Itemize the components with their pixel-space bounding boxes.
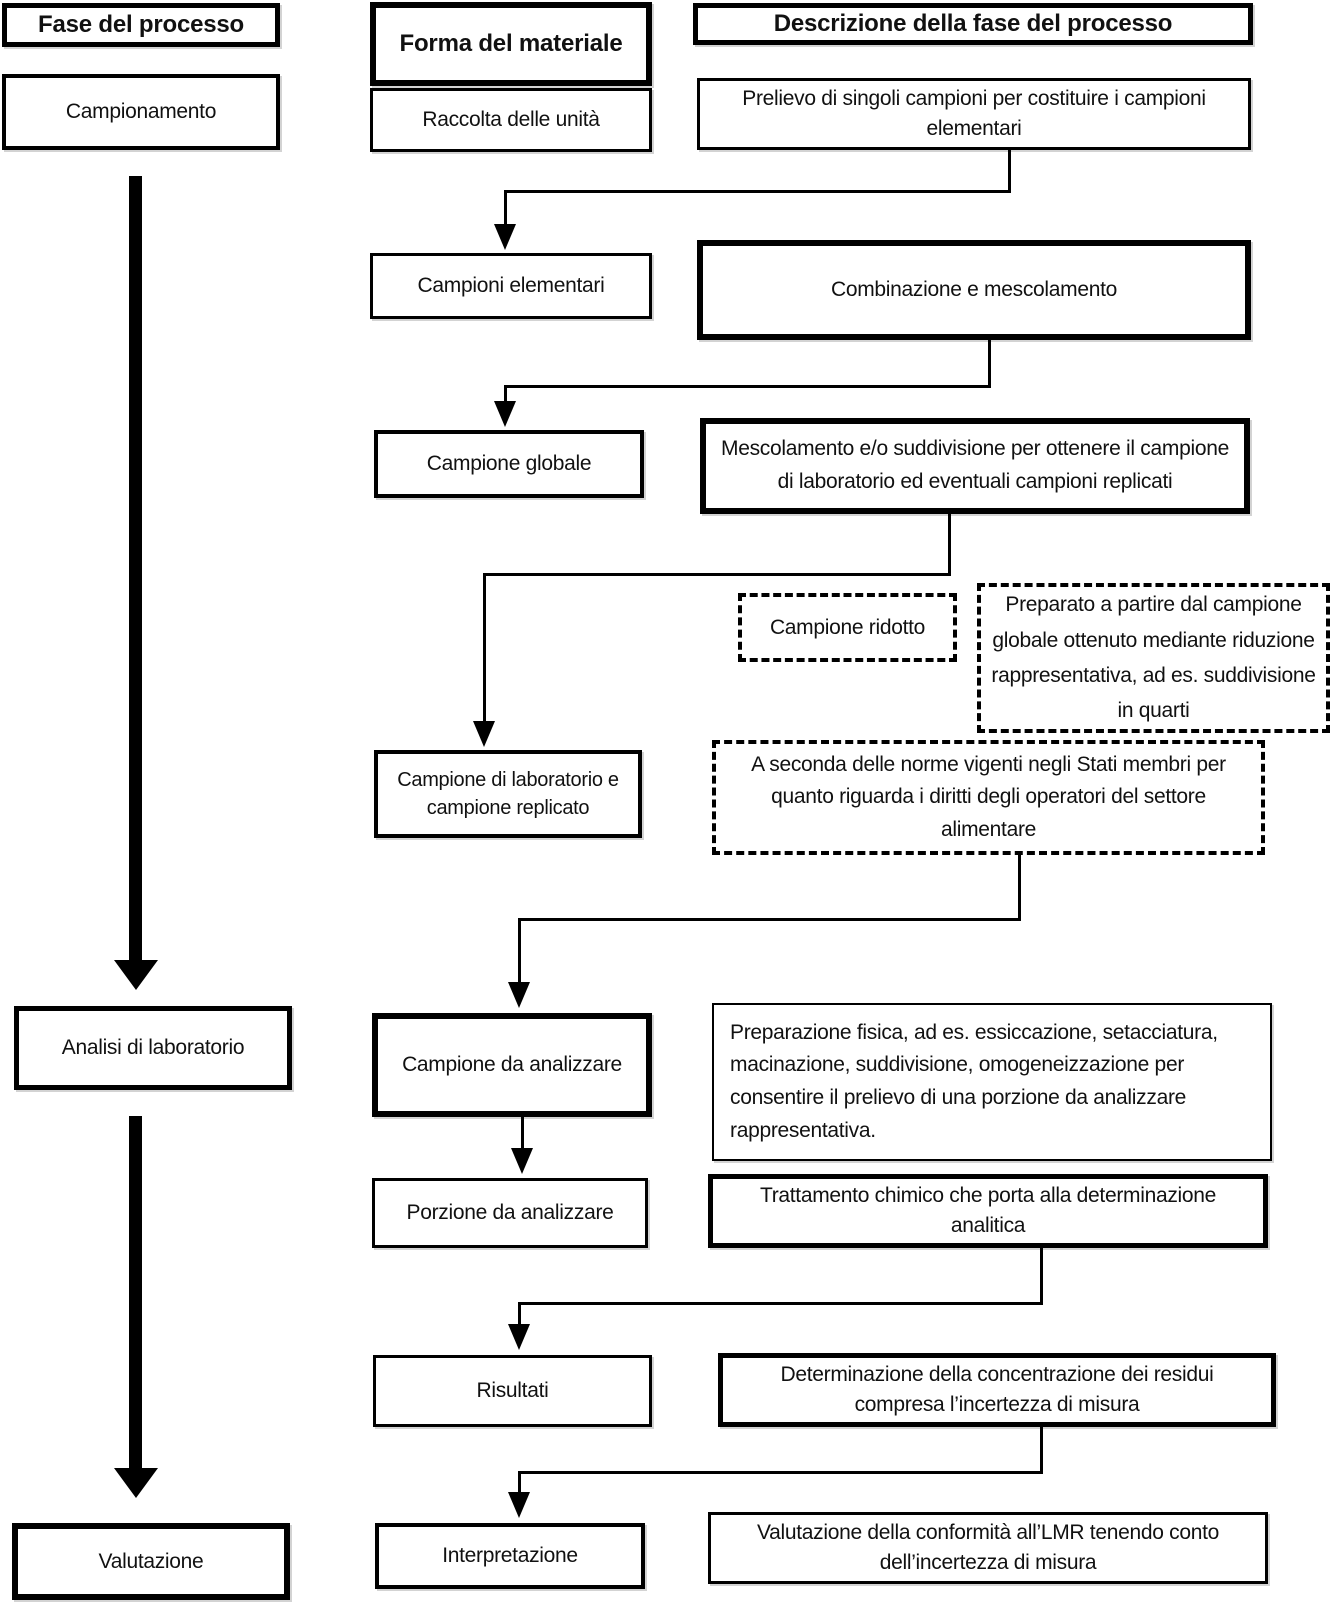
connector-g-segment — [1040, 1427, 1043, 1474]
box-analisi-di-laboratorio: Analisi di laboratorio — [14, 1006, 292, 1090]
connector-d-segment — [518, 918, 521, 984]
box-valutazione: Valutazione — [12, 1523, 290, 1600]
box-norme-stati-membri: A seconda delle norme vigenti negli Stat… — [712, 740, 1265, 855]
connector-g-segment — [518, 1471, 1043, 1474]
connector-c-segment — [483, 573, 486, 723]
connector-g-arrowhead-icon — [508, 1492, 530, 1518]
connector-f-segment — [518, 1302, 1043, 1305]
connector-b-segment — [504, 385, 507, 403]
header-fase-del-processo: Fase del processo — [2, 3, 280, 47]
connector-a-segment — [504, 190, 1011, 193]
box-valutazione-conformita: Valutazione della conformità all’LMR ten… — [708, 1512, 1268, 1584]
box-campione-ridotto: Campione ridotto — [738, 593, 957, 662]
connector-f-segment — [518, 1302, 521, 1326]
connector-g-segment — [518, 1471, 521, 1494]
header-forma-del-materiale: Forma del materiale — [370, 2, 652, 86]
box-combinazione-mescolamento: Combinazione e mescolamento — [697, 240, 1251, 340]
box-porzione-da-analizzare: Porzione da analizzare — [372, 1178, 648, 1248]
connector-e-arrowhead-icon — [511, 1148, 533, 1174]
connector-a-segment — [1008, 150, 1011, 193]
connector-f-segment — [1040, 1248, 1043, 1305]
box-prelievo-singoli-campioni: Prelievo di singoli campioni per costitu… — [697, 78, 1251, 150]
connector-c-segment — [483, 573, 951, 576]
box-campionamento: Campionamento — [2, 74, 280, 150]
box-trattamento-chimico: Trattamento chimico che porta alla deter… — [708, 1174, 1268, 1248]
connector-c-segment — [948, 514, 951, 576]
box-preparazione-fisica: Preparazione fisica, ad es. essiccazione… — [712, 1003, 1272, 1161]
connector-b-segment — [988, 340, 991, 388]
box-risultati: Risultati — [373, 1355, 652, 1427]
header-descrizione-fase: Descrizione della fase del processo — [693, 3, 1253, 45]
box-campione-di-laboratorio: Campione di laboratorio e campione repli… — [374, 750, 642, 838]
connector-a-segment — [504, 190, 507, 228]
connector-a-arrowhead-icon — [494, 224, 516, 250]
box-raccolta-delle-unita: Raccolta delle unità — [370, 88, 652, 152]
connector-c-arrowhead-icon — [473, 721, 495, 747]
box-preparato-campione-globale: Preparato a partire dal campione globale… — [977, 583, 1330, 733]
connector-d-arrowhead-icon — [508, 982, 530, 1008]
connector-d-segment — [1018, 855, 1021, 921]
big-arrow-sampling-arrowhead-icon — [114, 960, 158, 990]
box-mescolamento-suddivisione: Mescolamento e/o suddivisione per ottene… — [700, 418, 1250, 514]
box-campioni-elementari: Campioni elementari — [370, 253, 652, 319]
box-interpretazione: Interpretazione — [375, 1523, 645, 1589]
big-arrow-analysis-arrowhead-icon — [114, 1468, 158, 1498]
connector-e-segment — [521, 1117, 524, 1150]
connector-b-segment — [504, 385, 991, 388]
connector-b-arrowhead-icon — [494, 401, 516, 427]
connector-f-arrowhead-icon — [508, 1324, 530, 1350]
box-campione-da-analizzare: Campione da analizzare — [372, 1013, 652, 1117]
box-determinazione-concentrazione: Determinazione della concentrazione dei … — [718, 1353, 1276, 1427]
big-arrow-analysis-shaft — [129, 1116, 142, 1470]
connector-d-segment — [518, 918, 1021, 921]
box-campione-globale: Campione globale — [374, 430, 644, 498]
big-arrow-sampling-shaft — [129, 176, 142, 962]
